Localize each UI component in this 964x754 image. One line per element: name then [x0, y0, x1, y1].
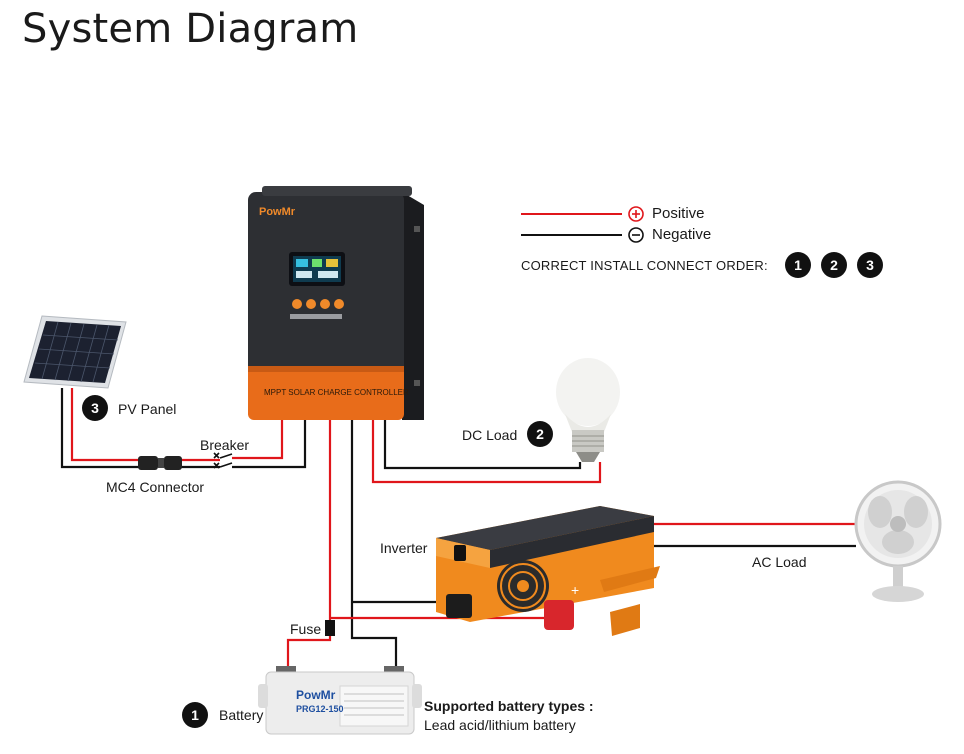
controller-brand: PowMr: [259, 206, 296, 218]
dc-load-pos: [371, 420, 602, 484]
breaker-icon: [213, 452, 233, 469]
legend-positive: Positive: [652, 205, 705, 222]
minus-circle-icon: [628, 227, 644, 243]
battery-brand: PowMr: [296, 688, 336, 702]
breaker-to-controller-neg: [232, 420, 307, 469]
order-number-2: 2: [821, 252, 847, 278]
battery-number: 1: [182, 702, 208, 728]
inverter: +: [436, 506, 660, 636]
pv-panel-label: PV Panel: [118, 401, 177, 417]
inverter-label: Inverter: [380, 540, 428, 556]
order-number-1: 1: [785, 252, 811, 278]
legend-negative: Negative: [652, 226, 712, 243]
battery-label: Battery: [219, 707, 264, 723]
battery-types-title: Supported battery types :: [424, 698, 594, 714]
light-bulb-icon: [556, 358, 620, 462]
install-order-text: CORRECT INSTALL CONNECT ORDER:: [521, 258, 768, 273]
plus-circle-icon: [628, 206, 644, 222]
dc-load-neg: [383, 420, 582, 470]
mc4-connector-label: MC4 Connector: [106, 479, 205, 495]
mc4-connector-icon: [138, 456, 182, 470]
breaker-label: Breaker: [200, 437, 250, 453]
ac-load-label: AC Load: [752, 554, 807, 570]
pv-positive-wire: [70, 388, 140, 462]
dc-load-number: 2: [527, 421, 553, 447]
wires: [60, 388, 856, 668]
charge-controller: [248, 186, 424, 420]
fuse-to-battery: [286, 636, 332, 668]
pv-panel-number: 3: [82, 395, 108, 421]
solar-panel-icon: [23, 315, 127, 389]
fuse-icon: [325, 620, 335, 636]
fuse-label: Fuse: [290, 621, 322, 637]
battery-icon: [258, 666, 422, 735]
page-title: System Diagram: [22, 6, 359, 52]
order-number-3: 3: [857, 252, 883, 278]
dc-load-label: DC Load: [462, 427, 518, 443]
battery-model: PRG12-150: [296, 704, 344, 714]
svg-text:+: +: [571, 582, 579, 598]
battery-types-text: Lead acid/lithium battery: [424, 717, 576, 733]
pv-negative-wire: [60, 388, 140, 469]
breaker-to-controller-pos: [232, 420, 284, 460]
controller-batt-neg: [350, 420, 398, 668]
controller-band-text: MPPT SOLAR CHARGE CONTROLLER: [264, 388, 409, 397]
fan-icon: [854, 480, 942, 602]
